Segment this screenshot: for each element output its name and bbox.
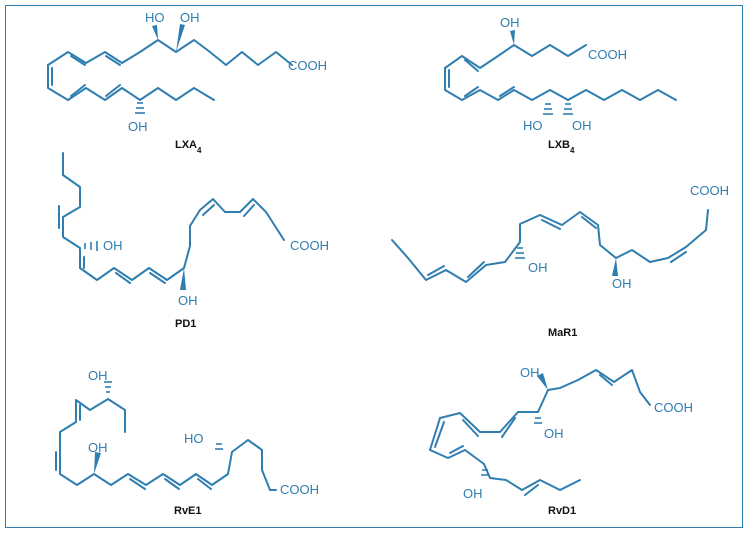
rvd1-double-bond (524, 484, 539, 496)
rvd1-carboxyl-label: COOH (654, 400, 693, 415)
rvd1-name: RvD1 (548, 505, 576, 517)
lxa4-hydroxyl-label: HO (145, 10, 165, 25)
pd1-double-bond (149, 272, 166, 284)
mar1-double-bond (467, 261, 485, 278)
mar1-name: MaR1 (548, 327, 577, 339)
rvd1-chain-main (429, 369, 651, 451)
molecule-rvd1: OH COOH OH OH RvD1 (429, 365, 693, 517)
rvd1-double-bond (501, 417, 516, 438)
lxb4-chain-lower (444, 67, 677, 101)
mar1-double-bond (581, 216, 597, 229)
rvd1-double-bond (434, 421, 445, 448)
rve1-carboxyl-label: COOH (280, 482, 319, 497)
rve1-hydroxyl-label: OH (88, 368, 108, 383)
lxa4-double-bond (70, 55, 86, 66)
molecule-lxb4: OH COOH HO OH LXB4 (444, 15, 677, 155)
rve1-double-bond (197, 478, 212, 490)
rvd1-wedge-bond (537, 373, 548, 390)
lxa4-double-bond (70, 84, 86, 97)
mar1-chain-main (391, 209, 709, 283)
mar1-hydroxyl-label: OH (528, 260, 548, 275)
rvd1-double-bond (449, 445, 464, 454)
pd1-wedge-bond (180, 268, 186, 290)
mar1-double-bond (541, 219, 561, 230)
rve1-hydroxyl-label: OH (88, 440, 108, 455)
pd1-chain-main (62, 152, 285, 281)
mar1-carboxyl-label: COOH (690, 183, 729, 198)
lxb4-carboxyl-label: COOH (588, 47, 627, 62)
lxa4-double-bond (105, 84, 121, 97)
lxb4-hydroxyl-label: OH (572, 118, 592, 133)
rvd1-double-bond (599, 374, 613, 386)
rvd1-hydroxyl-label: OH (463, 486, 483, 501)
lxa4-wedge-bond (152, 25, 158, 40)
lxb4-hydroxyl-label: OH (500, 15, 520, 30)
lxa4-hydroxyl-label: OH (180, 10, 200, 25)
lxa4-wedge-bond (176, 24, 185, 52)
rvd1-hydroxyl-label: OH (520, 365, 540, 380)
mar1-wedge-bond (612, 258, 618, 276)
lxa4-name: LXA4 (175, 139, 202, 155)
molecule-lxa4: HO OH OH COOH LXA4 (47, 10, 327, 155)
molecule-pd1: OH OH COOH PD1 (58, 152, 329, 330)
rve1-wedge-bond (94, 452, 101, 474)
lxb4-double-bond (499, 86, 515, 97)
pd1-hydroxyl-label: OH (103, 238, 123, 253)
pd1-carboxyl-label: COOH (290, 238, 329, 253)
rvd1-hydroxyl-label: OH (544, 426, 564, 441)
rve1-double-bond (164, 478, 180, 490)
lxa4-chain-lower (47, 64, 215, 101)
pd1-double-bond (243, 204, 255, 217)
rve1-double-bond (129, 478, 146, 490)
molecule-rve1: OH OH HO COOH RvE1 (55, 368, 319, 517)
lxa4-carboxyl-label: COOH (288, 58, 327, 73)
lxb4-chain-upper (444, 44, 587, 69)
rve1-chain-main (59, 398, 277, 491)
lxa4-chain-upper (47, 39, 293, 66)
lxa4-hydroxyl-label: OH (128, 119, 148, 134)
pd1-hydroxyl-label: OH (178, 293, 198, 308)
mar1-hash-bond (515, 247, 525, 259)
lxb4-hash-bond (543, 103, 573, 115)
rve1-hash-bond (104, 381, 223, 450)
lxb4-double-bond (464, 59, 479, 72)
rvd1-chain-lower (429, 449, 581, 491)
mar1-double-bond (670, 251, 687, 263)
rvd1-double-bond (462, 419, 479, 437)
pd1-hash-bond (84, 241, 98, 251)
pd1-double-bond (115, 272, 131, 284)
lxb4-double-bond (464, 86, 479, 97)
lxb4-name: LXB4 (548, 139, 575, 155)
lxa4-hash-bond (135, 102, 145, 114)
rve1-name: RvE1 (174, 505, 202, 517)
lxb4-hydroxyl-label: HO (523, 118, 543, 133)
mar1-hydroxyl-label: OH (612, 276, 632, 291)
rve1-hydroxyl-label: HO (184, 431, 204, 446)
lxb4-wedge-bond (510, 30, 515, 45)
pd1-double-bond (202, 204, 215, 216)
lxa4-double-bond (105, 55, 121, 66)
mar1-double-bond (427, 265, 445, 276)
rvd1-hash-bond (481, 417, 542, 476)
pd1-name: PD1 (175, 318, 196, 330)
molecule-mar1: COOH OH OH MaR1 (391, 183, 729, 339)
